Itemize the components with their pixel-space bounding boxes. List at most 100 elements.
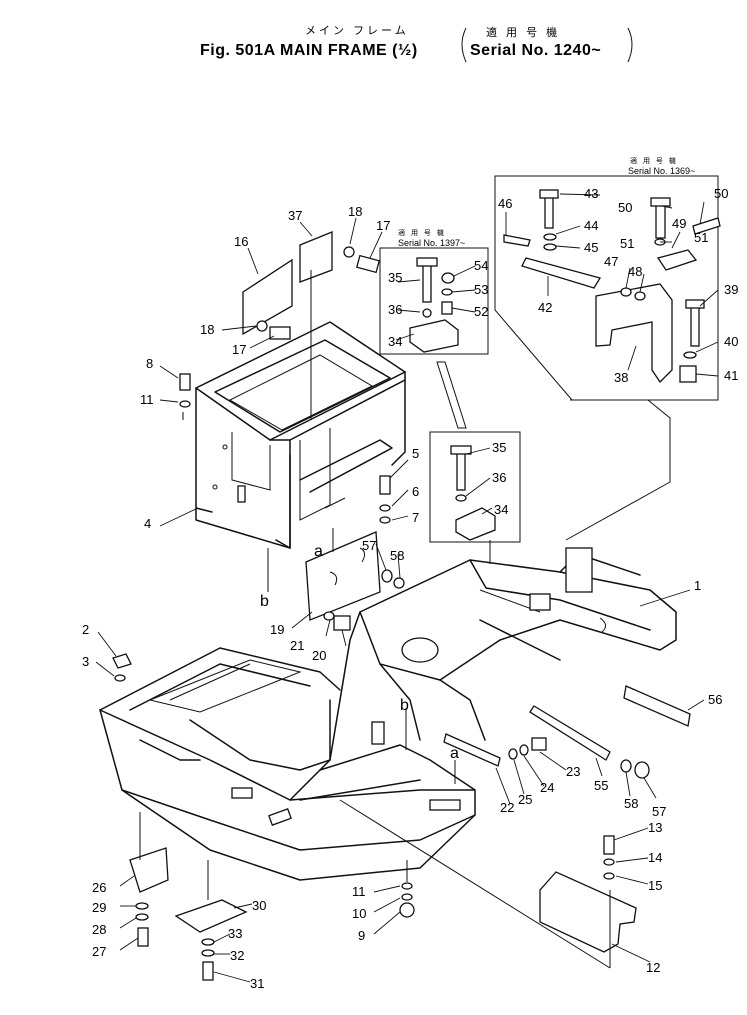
inset-1397-serial: Serial No. 1397~: [398, 238, 466, 248]
part-number: 49: [672, 216, 686, 231]
washer-58b: [620, 759, 632, 773]
part-number: 45: [584, 240, 598, 255]
bolt-8: [179, 373, 191, 391]
part-number: 46: [498, 196, 512, 211]
washer-21: [323, 611, 335, 621]
inset-1369-serial: Serial No. 1369~: [628, 166, 696, 176]
washer-58: [393, 577, 405, 589]
serial-close-bracket: [627, 27, 633, 63]
pin-56: [623, 685, 691, 727]
part-number: 5: [412, 446, 419, 461]
figure-title: Fig. 501A MAIN FRAME (½): [200, 42, 418, 59]
part-number: 51: [620, 236, 634, 251]
serial-range: Serial No. 1240~: [470, 42, 602, 59]
part-number: 58: [624, 796, 638, 811]
connection-a: a: [314, 543, 323, 560]
inset-box-pad: [429, 431, 521, 543]
plate-12: [539, 871, 637, 953]
part-number: 18: [348, 204, 362, 219]
main-frame: [289, 547, 677, 801]
washer-3: [114, 674, 126, 682]
part-number: 18: [200, 322, 214, 337]
nut-57b: [634, 761, 650, 779]
washer-11: [179, 400, 191, 408]
bolt-20: [333, 615, 351, 631]
inset-1397-japanese: 適 用 号 機: [398, 230, 446, 237]
washer-28: [135, 913, 149, 921]
washer-24: [519, 744, 529, 756]
washer-14: [603, 858, 615, 866]
top-plate: [299, 231, 333, 283]
part-number: 29: [92, 900, 106, 915]
part-number: 31: [250, 976, 264, 991]
washer-7: [379, 516, 391, 524]
part-number-labels: 1 2 3 4 5 6 7 8 9 10 11 11 12 13 14 15 1…: [82, 186, 738, 991]
bottom-frame: [99, 647, 476, 881]
part-number: 4: [144, 516, 151, 531]
part-number: 8: [146, 356, 153, 371]
serial-open-bracket: [461, 27, 467, 63]
cover-30: [174, 899, 248, 933]
part-number: 57: [362, 538, 376, 553]
part-2: [112, 653, 132, 669]
part-number: 55: [594, 778, 608, 793]
part-number: 10: [352, 906, 366, 921]
part-number: 47: [604, 254, 618, 269]
bolt-23: [531, 737, 547, 751]
bolt-13: [603, 835, 615, 855]
part-number: 36: [492, 470, 506, 485]
leader-lines: [95, 193, 719, 983]
nut-9: [399, 902, 415, 918]
washer-18b: [256, 320, 268, 332]
connection-b: b: [260, 593, 269, 610]
bar-22: [443, 733, 501, 767]
inset-box-1369: [494, 175, 721, 401]
part-number: 9: [358, 928, 365, 943]
part-number: 22: [500, 800, 514, 815]
part-number: 19: [270, 622, 284, 637]
part-number: 37: [288, 208, 302, 223]
washer-10: [401, 893, 413, 901]
part-number: 57: [652, 804, 666, 819]
part-number: 1: [694, 578, 701, 593]
washer-29: [135, 902, 149, 910]
connection-labels: a b a b: [260, 543, 459, 762]
upper-frame: [195, 321, 406, 549]
inset-box-1397: [379, 247, 489, 355]
part-number: 24: [540, 780, 554, 795]
part-number: 14: [648, 850, 662, 865]
part-number: 48: [628, 264, 642, 279]
inset-1369-japanese: 適 用 号 機: [630, 158, 678, 165]
part-number: 30: [252, 898, 266, 913]
nut-57: [381, 569, 393, 583]
part-number: 50: [714, 186, 728, 201]
part-number: 43: [584, 186, 598, 201]
part-number: 21: [290, 638, 304, 653]
part-number: 2: [82, 622, 89, 637]
part-number: 44: [584, 218, 598, 233]
part-number: 35: [492, 440, 506, 455]
washer-33: [201, 938, 215, 946]
part-number: 32: [230, 948, 244, 963]
bracket-26: [129, 847, 169, 893]
side-plate: [242, 258, 293, 336]
part-number: 34: [388, 334, 402, 349]
detail-arrow: [436, 361, 467, 429]
bolt-31: [202, 961, 214, 981]
part-number: 36: [388, 302, 402, 317]
part-number: 58: [390, 548, 404, 563]
part-number: 50: [618, 200, 632, 215]
connection-a: a: [450, 745, 459, 762]
part-number: 16: [234, 234, 248, 249]
serial-japanese: 適 用 号 機: [486, 27, 561, 39]
part-number: 56: [708, 692, 722, 707]
part-number: 7: [412, 510, 419, 525]
part-number: 15: [648, 878, 662, 893]
part-number: 40: [724, 334, 738, 349]
washer-15: [603, 872, 615, 880]
part-number: 53: [474, 282, 488, 297]
washer-32: [201, 949, 215, 957]
part-number: 17: [376, 218, 390, 233]
part-number: 17: [232, 342, 246, 357]
